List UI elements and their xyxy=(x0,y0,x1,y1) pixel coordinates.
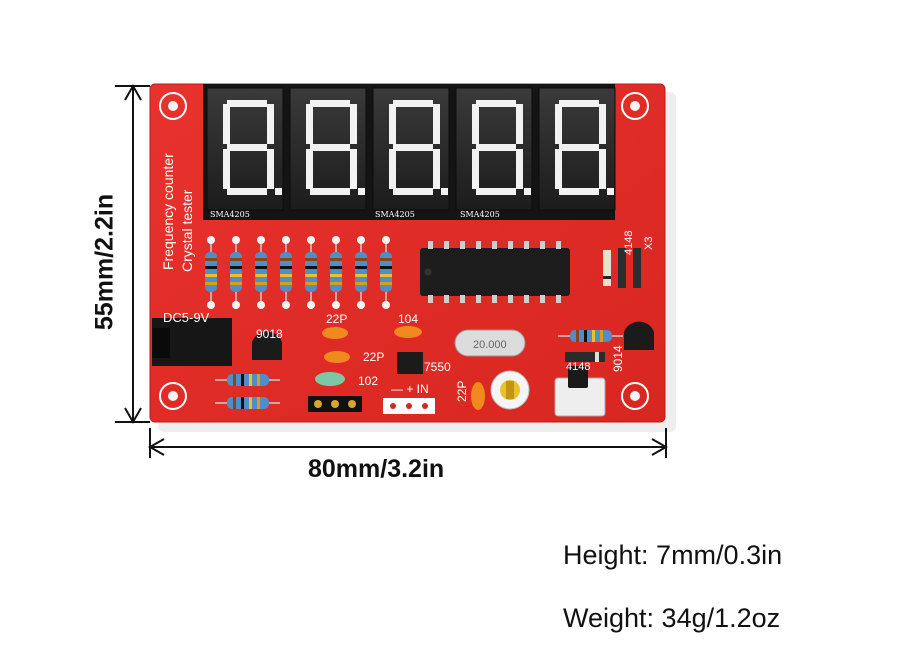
cap-label-mid: 22P xyxy=(363,350,384,364)
diode-label: 4148 xyxy=(566,361,590,373)
resistor-array xyxy=(205,236,392,309)
dc-power-jack xyxy=(152,318,232,366)
cap-side-label: 22P xyxy=(455,381,469,402)
display-part-number: SMA4205 xyxy=(210,210,250,219)
input-pads xyxy=(383,398,435,414)
transistor-label-right: 9014 xyxy=(611,345,625,372)
diode-label-right: 4148 xyxy=(623,231,635,255)
microcontroller-ic xyxy=(420,241,570,303)
svg-text:SMA4205: SMA4205 xyxy=(460,210,500,219)
ceramic-capacitors xyxy=(315,326,422,386)
height-dimension-label: 55mm/2.2in xyxy=(90,193,119,331)
mounting-hole-bl xyxy=(159,382,187,410)
transistor-9018 xyxy=(252,331,282,360)
height-dimension-line xyxy=(115,83,150,425)
crystal-oscillator: 20.000 xyxy=(454,329,526,357)
board-title-line1: Frequency counter xyxy=(160,153,176,270)
voltage-regulator xyxy=(397,352,423,374)
right-diodes: 4148 X3 xyxy=(603,231,655,288)
push-button xyxy=(554,366,606,417)
x3-label: X3 xyxy=(643,237,655,250)
mounting-hole-br xyxy=(621,382,649,410)
board-title-line2: Crystal tester xyxy=(179,189,195,272)
seven-segment-display: SMA4205 SMA4205 SMA4205 xyxy=(203,84,616,220)
weight-spec: Weight: 34g/1.2oz xyxy=(563,603,781,633)
cap-label-top: 22P xyxy=(326,312,347,326)
height-spec: Height: 7mm/0.3in xyxy=(563,540,783,570)
cap-label-104: 104 xyxy=(398,312,418,326)
dc-label: DC5-9V xyxy=(163,310,210,325)
transistor-9014 xyxy=(624,321,654,350)
transistor-label-left: 9018 xyxy=(256,327,283,341)
trimmer-capacitor xyxy=(490,370,530,410)
width-dimension-line xyxy=(147,428,669,458)
crystal-label: 20.000 xyxy=(473,339,507,351)
width-dimension-label: 80mm/3.2in xyxy=(308,455,445,483)
regulator-label: 7550 xyxy=(424,360,451,374)
mounting-hole-tr xyxy=(621,92,649,120)
cap-label-bottom: 102 xyxy=(358,374,378,388)
header-pins-left xyxy=(308,396,362,412)
input-label: — + IN xyxy=(391,382,429,396)
svg-text:SMA4205: SMA4205 xyxy=(375,210,415,219)
mounting-hole-tl xyxy=(159,92,187,120)
